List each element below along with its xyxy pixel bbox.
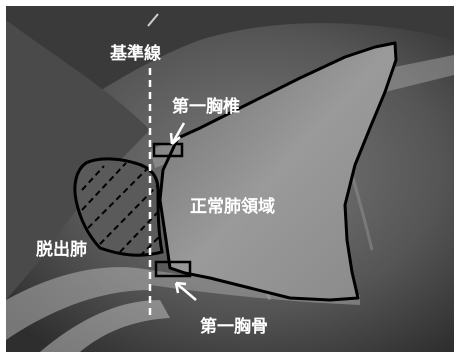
label-first-sternum: 第一胸骨 <box>200 316 268 337</box>
label-first-thoracic-vertebra: 第一胸椎 <box>172 96 240 117</box>
label-prolapsed-lung: 脱出肺 <box>36 239 87 260</box>
label-normal-lung-region: 正常肺領域 <box>190 196 275 217</box>
label-baseline: 基準線 <box>109 43 161 64</box>
